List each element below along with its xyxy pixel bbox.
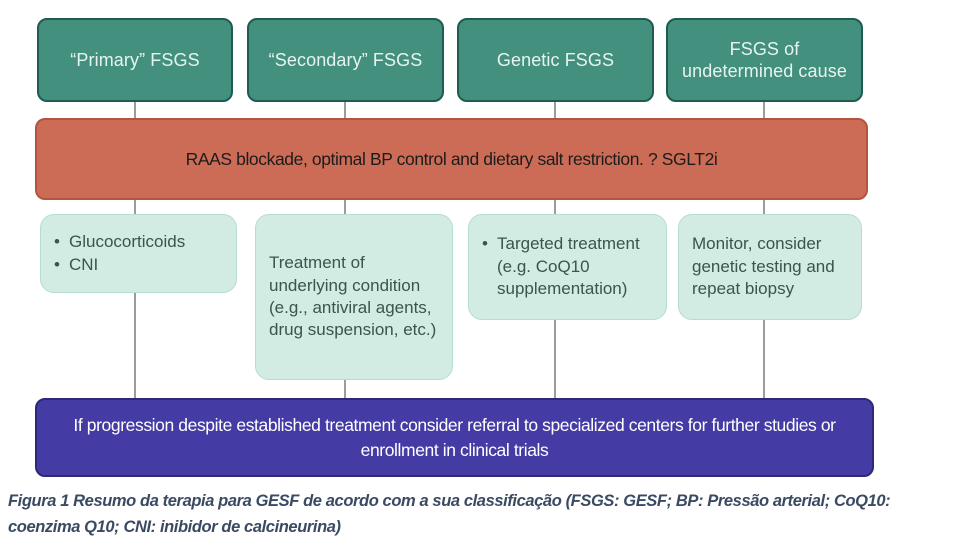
treatment-text: Monitor, consider genetic testing and re…	[692, 234, 835, 299]
connector-line	[134, 102, 136, 118]
classification-box-undetermined-fsgs: FSGS of undetermined cause	[666, 18, 863, 102]
figure-caption-line-1: Figura 1 Resumo da terapia para GESF de …	[8, 492, 891, 510]
progression-referral-band: If progression despite established treat…	[35, 398, 874, 477]
connector-line	[554, 320, 556, 398]
connector-line	[554, 200, 556, 214]
raas-blockade-band: RAAS blockade, optimal BP control and di…	[35, 118, 868, 200]
treatment-box-primary: Glucocorticoids CNI	[40, 214, 237, 293]
raas-band-text: RAAS blockade, optimal BP control and di…	[185, 148, 718, 169]
connector-line	[344, 102, 346, 118]
figure-caption: Figura 1 Resumo da terapia para GESF de …	[8, 488, 891, 540]
treatment-box-secondary: Treatment of underlying condition (e.g.,…	[255, 214, 453, 380]
treatment-bullet-item: CNI	[54, 254, 185, 277]
connector-line	[134, 200, 136, 214]
treatment-box-undetermined: Monitor, consider genetic testing and re…	[678, 214, 862, 320]
treatment-text: Treatment of underlying condition (e.g.,…	[269, 253, 437, 340]
classification-box-secondary-fsgs: “Secondary” FSGS	[247, 18, 444, 102]
connector-line	[763, 200, 765, 214]
connector-line	[763, 102, 765, 118]
figure-caption-line-2: coenzima Q10; CNI: inibidor de calcineur…	[8, 518, 341, 536]
treatment-bullet-list: Glucocorticoids CNI	[54, 231, 185, 276]
classification-box-primary-fsgs: “Primary” FSGS	[37, 18, 233, 102]
treatment-bullet-item: Glucocorticoids	[54, 231, 185, 254]
connector-line	[344, 200, 346, 214]
treatment-box-genetic: Targeted treatment (e.g. CoQ10 supplemen…	[468, 214, 667, 320]
connector-line	[554, 102, 556, 118]
connector-line	[344, 380, 346, 398]
treatment-bullet-list: Targeted treatment (e.g. CoQ10 supplemen…	[482, 233, 653, 300]
connector-line	[134, 293, 136, 398]
treatment-bullet-item: Targeted treatment (e.g. CoQ10 supplemen…	[482, 233, 653, 300]
classification-box-genetic-fsgs: Genetic FSGS	[457, 18, 654, 102]
connector-line	[763, 320, 765, 398]
progression-band-text: If progression despite established treat…	[73, 415, 836, 460]
